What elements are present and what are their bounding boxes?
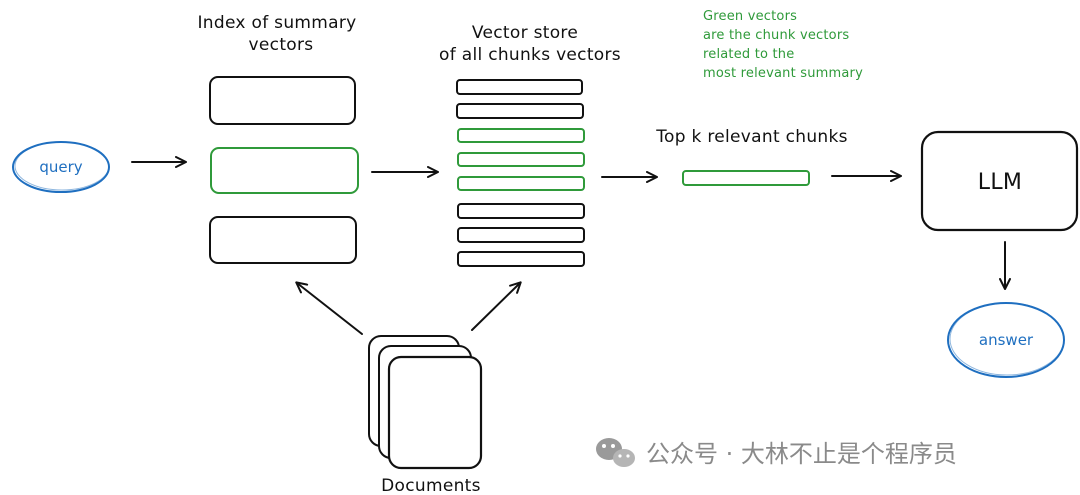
chunk-vector-relevant: [457, 152, 585, 167]
chunk-vector-relevant: [457, 128, 585, 143]
note-line1: Green vectors: [703, 9, 797, 24]
topk-label: Top k relevant chunks: [655, 127, 848, 147]
answer-node: answer: [947, 302, 1065, 378]
index-title-line1: Index of summary: [197, 13, 356, 33]
index-title-line2: vectors: [249, 35, 314, 55]
arrows: [131, 156, 1011, 335]
llm-node: LLM: [920, 130, 1079, 232]
chunk-vector: [457, 227, 585, 243]
summary-index: [209, 76, 359, 264]
note-line4: most relevant summary: [703, 66, 863, 81]
chunk-vector: [457, 251, 585, 267]
watermark: 公众号 · 大林不止是个程序员: [596, 438, 957, 468]
arrow-docs-to-store: [471, 281, 522, 331]
documents-label: Documents: [381, 476, 481, 495]
query-node: query: [12, 141, 110, 193]
store-title-line1: Vector store: [472, 23, 578, 43]
documents-stack: [368, 335, 483, 470]
llm-label: LLM: [978, 170, 1022, 195]
chunk-vector: [456, 103, 584, 119]
note-line3: related to the: [703, 47, 794, 62]
summary-vector-relevant: [210, 147, 359, 194]
answer-label: answer: [979, 331, 1034, 349]
summary-vector: [209, 216, 357, 264]
query-label: query: [39, 158, 82, 176]
chunk-vector: [456, 79, 583, 95]
watermark-text: 公众号 · 大林不止是个程序员: [646, 440, 957, 468]
arrow-docs-to-index: [295, 281, 363, 335]
vector-store: [456, 79, 585, 267]
summary-vector: [209, 76, 356, 125]
chunk-vector: [457, 203, 585, 219]
topk-chunk: [682, 170, 810, 186]
green-note: Green vectors are the chunk vectors rela…: [703, 9, 863, 81]
store-title-line2: of all chunks vectors: [439, 45, 621, 65]
note-line2: are the chunk vectors: [703, 28, 849, 43]
wechat-icon: [596, 438, 635, 467]
chunk-vector-relevant: [457, 176, 585, 191]
